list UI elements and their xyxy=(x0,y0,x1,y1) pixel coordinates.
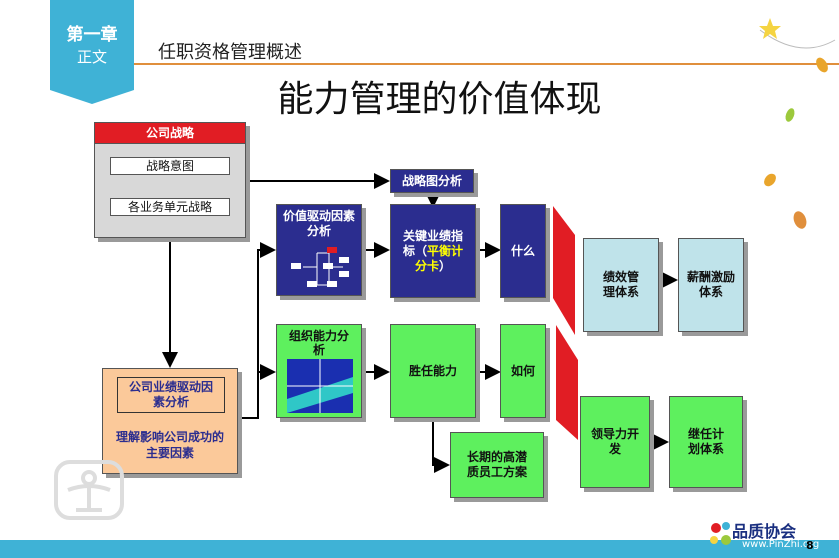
footer-logo-text: 品质协会 xyxy=(732,522,797,541)
comp-incentive-box: 薪酬激励体系 xyxy=(678,238,744,332)
perf-driver-box: 公司业绩驱动因素分析 xyxy=(117,377,225,413)
capability-chart-icon xyxy=(287,359,353,413)
talent-plan-box: 长期的高潜质员工方案 xyxy=(450,432,544,498)
succession-box: 继任计划体系 xyxy=(669,396,743,488)
pinzhi-logo-icon xyxy=(710,522,731,545)
balanced-scorecard-text: 平衡计分卡 xyxy=(414,243,464,273)
strategy-map-box: 战略图分析 xyxy=(390,169,474,193)
value-driver-box: 价值驱动因素分析 xyxy=(276,204,362,296)
watermark-logo-icon xyxy=(54,460,124,520)
footer-url[interactable]: www.PinZhi.org xyxy=(742,539,820,550)
kpi-text: 关键业绩指标（ xyxy=(402,228,463,258)
how-box: 如何 xyxy=(500,324,546,418)
leaf-decoration-icon xyxy=(759,18,836,229)
value-driver-label: 价值驱动因素分析 xyxy=(283,209,356,238)
driver-tree-icon xyxy=(291,247,349,287)
section-subtitle: 任职资格管理概述 xyxy=(158,42,302,63)
bu-strategy-box: 各业务单元战略 xyxy=(110,198,230,216)
leadership-box: 领导力开发 xyxy=(580,396,650,488)
perf-driver-panel: 公司业绩驱动因素分析 理解影响公司成功的主要因素 xyxy=(102,368,238,474)
page-number: 8 xyxy=(806,539,814,552)
company-strategy-header: 公司战略 xyxy=(94,122,246,144)
slide-title: 能力管理的价值体现 xyxy=(277,79,602,120)
org-capability-box: 组织能力分析 xyxy=(276,324,362,418)
kpi-box: 关键业绩指标（平衡计分卡） xyxy=(390,204,476,298)
kpi-label: 关键业绩指标（平衡计分卡） xyxy=(399,229,467,274)
chapter-title: 第一章 xyxy=(66,25,118,45)
strategy-intent-box: 战略意图 xyxy=(110,157,230,175)
what-box: 什么 xyxy=(500,204,546,298)
footer-bar xyxy=(0,540,839,558)
org-capability-label: 组织能力分析 xyxy=(288,329,349,357)
chapter-tab: 第一章 正文 xyxy=(50,0,134,104)
header-rule xyxy=(134,63,839,65)
kpi-close-paren: ） xyxy=(439,258,452,273)
perf-mgmt-box: 绩效管理体系 xyxy=(583,238,659,332)
competency-box: 胜任能力 xyxy=(390,324,476,418)
success-factors-text: 理解影响公司成功的主要因素 xyxy=(115,430,224,460)
chapter-subtitle: 正文 xyxy=(76,48,107,66)
